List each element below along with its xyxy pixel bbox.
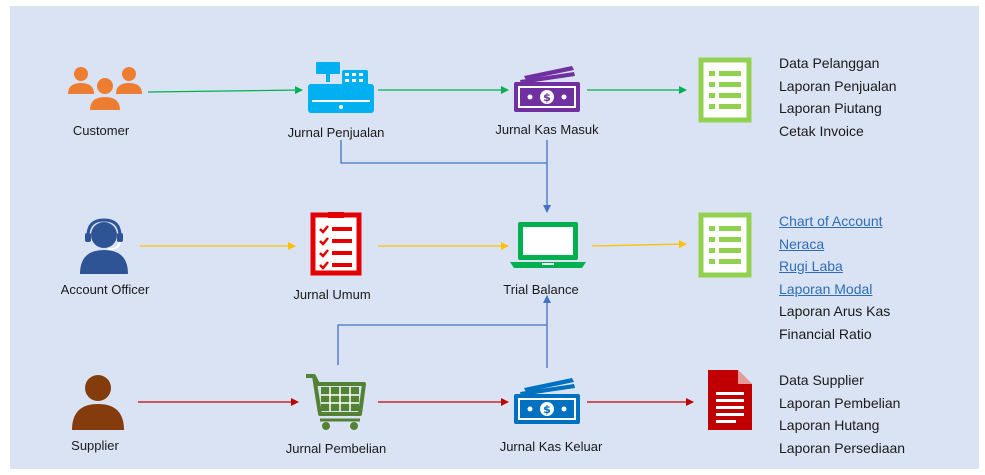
- cash-register-icon: [308, 62, 374, 113]
- jurnal-umum-label: Jurnal Umum: [293, 287, 371, 302]
- report-list-purchasing: Data Supplier Laporan Pembelian Laporan …: [779, 369, 905, 459]
- supplier-label: Supplier: [71, 438, 119, 453]
- person-icon: [72, 375, 124, 430]
- shopping-cart-icon: [306, 374, 366, 430]
- money-icon: $: [514, 66, 580, 112]
- money-icon: $: [514, 378, 580, 424]
- svg-text:$: $: [543, 403, 551, 416]
- report-list-sales: Data Pelanggan Laporan Penjualan Laporan…: [779, 52, 897, 142]
- report-item: Data Pelanggan: [779, 55, 880, 71]
- laporan-modal-link[interactable]: Laporan Modal: [779, 280, 873, 297]
- todo-list-icon: [310, 212, 362, 276]
- account-officer-label: Account Officer: [60, 282, 150, 297]
- report-item: Cetak Invoice: [779, 122, 864, 139]
- person-headset-icon: [80, 218, 128, 274]
- connector-penjualan-to-trial-balance: [340, 140, 547, 164]
- jurnal-kas-masuk-label: Jurnal Kas Masuk: [495, 122, 599, 137]
- report-item: Financial Ratio: [779, 325, 872, 342]
- document-icon: [708, 370, 752, 430]
- report-item: Laporan Pembelian: [779, 394, 901, 411]
- laptop-icon: [510, 222, 586, 268]
- jurnal-penjualan-label: Jurnal Penjualan: [287, 125, 385, 140]
- chart-of-account-link[interactable]: Chart of Account: [779, 213, 883, 229]
- report-item: Laporan Hutang: [779, 417, 880, 433]
- neraca-link[interactable]: Neraca: [779, 235, 825, 252]
- arrow-customer-to-jurnal-penjualan: [147, 86, 303, 95]
- report-item: Laporan Piutang: [779, 100, 882, 116]
- checklist-report-icon: [698, 57, 752, 123]
- report-item: Laporan Persediaan: [779, 439, 906, 456]
- customer-label: Customer: [72, 123, 130, 138]
- rugi-laba-link[interactable]: Rugi Laba: [779, 258, 843, 274]
- connector-pembelian-to-trial-balance: [337, 324, 547, 365]
- report-list-accounting: Chart of Account Neraca Rugi Laba Lapora…: [779, 210, 890, 345]
- people-group-icon: [68, 67, 142, 110]
- report-item: Laporan Penjualan: [779, 77, 897, 94]
- jurnal-kas-keluar-label: Jurnal Kas Keluar: [499, 439, 603, 454]
- report-item: Laporan Arus Kas: [779, 303, 891, 319]
- arrow-trial-balance-to-report: [591, 240, 687, 249]
- trial-balance-label: Trial Balance: [503, 282, 579, 297]
- checklist-report-icon: [698, 212, 752, 278]
- jurnal-pembelian-label: Jurnal Pembelian: [285, 441, 387, 456]
- report-item: Data Supplier: [779, 372, 864, 388]
- diagram-canvas: [10, 6, 979, 469]
- svg-text:$: $: [543, 91, 551, 104]
